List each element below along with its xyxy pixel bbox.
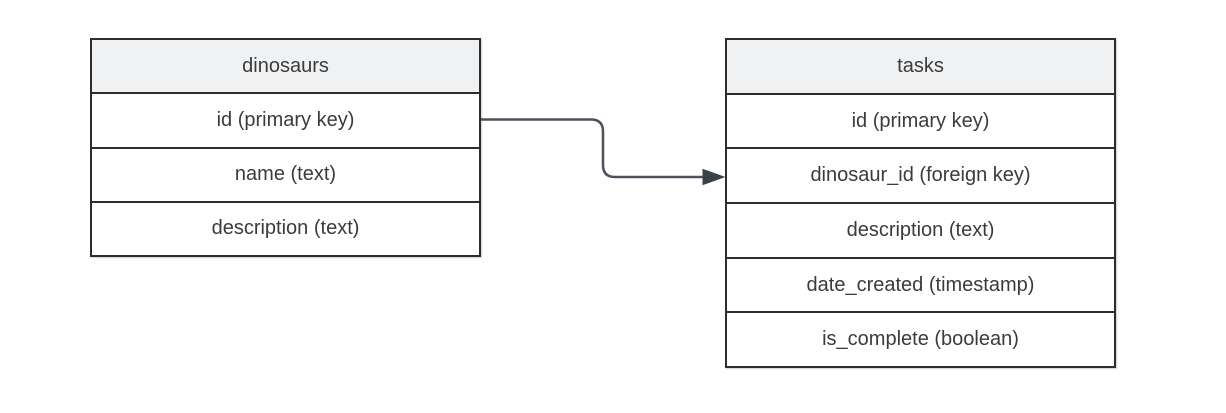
table-row[interactable]: id (primary key) <box>92 92 479 147</box>
relationship-connector[interactable] <box>481 118 704 179</box>
table-row[interactable]: is_complete (boolean) <box>727 311 1114 367</box>
table-title: dinosaurs <box>242 54 329 77</box>
row-label: dinosaur_id (foreign key) <box>810 164 1031 187</box>
table-tasks-header[interactable]: tasks <box>727 40 1114 93</box>
row-label: is_complete (boolean) <box>822 328 1019 351</box>
table-dinosaurs[interactable]: dinosaurs id (primary key) name (text) d… <box>90 38 481 257</box>
row-label: id (primary key) <box>216 108 355 131</box>
table-row[interactable]: id (primary key) <box>727 92 1114 148</box>
table-tasks[interactable]: tasks id (primary key) dinosaur_id (fore… <box>725 38 1116 368</box>
row-label: id (primary key) <box>851 109 990 132</box>
row-label: name (text) <box>234 163 337 186</box>
row-label: description (text) <box>846 218 995 241</box>
table-row[interactable]: description (text) <box>727 202 1114 257</box>
row-label: date_created (timestamp) <box>806 273 1035 296</box>
table-row[interactable]: dinosaur_id (foreign key) <box>727 147 1114 203</box>
table-row[interactable]: name (text) <box>92 146 479 201</box>
table-title: tasks <box>897 54 944 77</box>
table-row[interactable]: description (text) <box>92 200 479 255</box>
table-dinosaurs-header[interactable]: dinosaurs <box>92 40 479 93</box>
row-label: description (text) <box>211 217 360 240</box>
table-row[interactable]: date_created (timestamp) <box>727 256 1114 312</box>
arrowhead-icon <box>702 168 726 186</box>
